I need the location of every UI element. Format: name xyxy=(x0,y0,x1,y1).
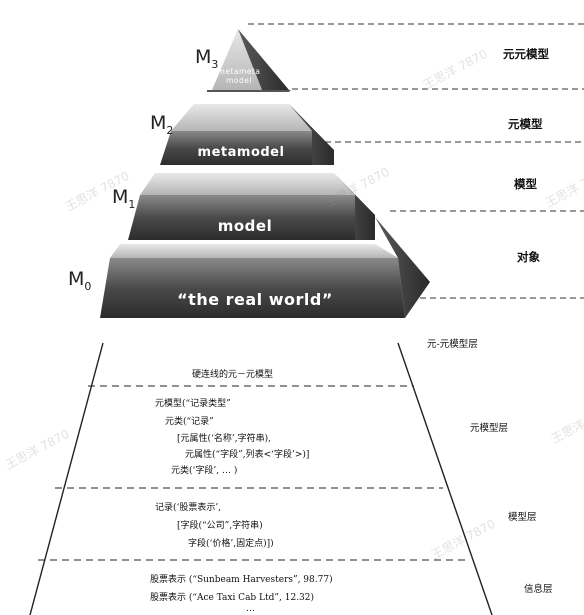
m1-letter: M xyxy=(112,186,129,208)
right-label-m1: 模型 xyxy=(514,177,537,191)
pyramid-label-m1: M1 xyxy=(112,186,135,211)
pyramid-label-m3: M3 xyxy=(195,46,218,71)
m0-face-top xyxy=(110,244,398,258)
m0-subscript: 0 xyxy=(84,279,92,293)
meta-meta-text: 硬连线的元－元模型 xyxy=(192,370,274,380)
right-label-m0: 对象 xyxy=(517,250,540,264)
meta-line-4: 元属性(“字段”,列表<‘字段’>)] xyxy=(185,450,310,460)
trapezoid-label-meta-meta: 元-元模型层 xyxy=(427,339,478,350)
m2-letter: M xyxy=(150,112,167,134)
meta-line-1: 元模型(“记录类型” xyxy=(155,399,231,409)
m3-face-top xyxy=(212,29,262,90)
m1-layer-text: model xyxy=(217,217,273,235)
trapezoid-label-info: 信息层 xyxy=(524,584,553,595)
m3-letter: M xyxy=(195,46,212,68)
pyramid-layer-m0 xyxy=(100,217,430,318)
m2-subscript: 2 xyxy=(166,123,174,137)
m3-subscript: 3 xyxy=(211,57,219,71)
m2-face-top xyxy=(171,104,312,131)
m3-layer-text: metameta model xyxy=(212,67,266,85)
trapezoid-label-model: 模型层 xyxy=(508,512,537,523)
meta-line-2: 元类(“记录” xyxy=(165,417,214,427)
right-label-m3: 元元模型 xyxy=(503,47,549,61)
pyramid-layer-m1 xyxy=(128,173,375,240)
model-line-3: 字段(‘价格’,固定点)]) xyxy=(188,539,274,549)
m1-face-side xyxy=(334,173,375,240)
pyramid-layer-m3 xyxy=(207,29,291,92)
m3-text-line2: model xyxy=(226,76,252,85)
right-label-m2: 元模型 xyxy=(508,117,543,131)
m3-face-base xyxy=(207,90,291,92)
trapezoid-separators xyxy=(38,385,467,561)
info-line-2: 股票表示 (“Ace Taxi Cab Ltd”, 12.32) xyxy=(150,593,315,603)
trapezoid-diagram xyxy=(29,342,493,615)
m0-letter: M xyxy=(68,268,85,290)
m1-face-top xyxy=(140,173,355,195)
model-line-2: [字段(“公司”,字符串) xyxy=(177,521,263,531)
m0-layer-text: “the real world” xyxy=(177,290,333,309)
pyramid-label-m0: M0 xyxy=(68,268,91,293)
trapezoid-left-side xyxy=(29,342,104,615)
info-ellipsis: … xyxy=(246,604,255,614)
model-line-1: 记录(‘股票表示’, xyxy=(155,503,222,513)
trapezoid-right-side xyxy=(397,342,493,615)
m0-face-front xyxy=(100,258,405,318)
m2-layer-text: metamodel xyxy=(197,145,285,160)
m1-subscript: 1 xyxy=(128,197,136,211)
m0-face-side xyxy=(375,217,430,318)
meta-line-5: 元类(‘字段’, … ) xyxy=(171,466,238,476)
info-line-1: 股票表示 (“Sunbeam Harvesters”, 98.77) xyxy=(150,575,333,585)
m2-face-side xyxy=(289,104,334,165)
m3-face-front xyxy=(238,29,289,90)
pyramid-layer-m2 xyxy=(160,104,334,165)
m2-face-front xyxy=(160,131,312,165)
pyramid-label-m2: M2 xyxy=(150,112,173,137)
m3-text-line1: metameta xyxy=(217,67,261,76)
pyramid-leader-lines xyxy=(248,23,584,299)
m1-face-front xyxy=(128,195,355,240)
trapezoid-label-meta: 元模型层 xyxy=(470,423,509,434)
meta-line-3: [元属性(‘名称’,字符串), xyxy=(177,434,271,444)
